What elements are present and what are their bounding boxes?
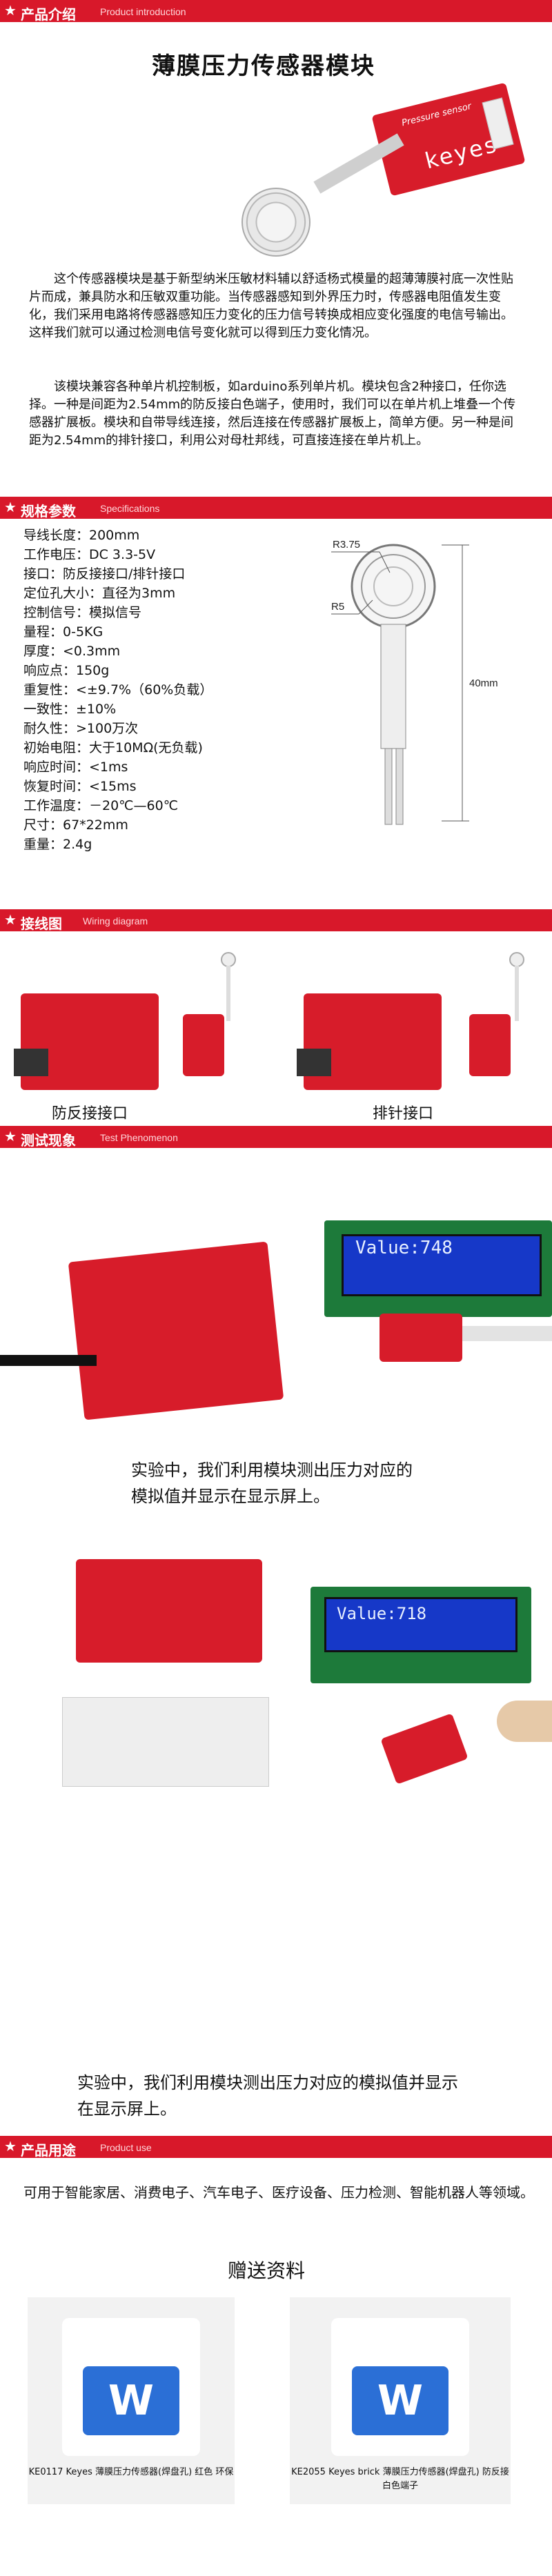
doc-letter: W: [83, 2366, 179, 2435]
lcd-value-1: Value:748: [355, 1238, 453, 1258]
doc-label-2: KE2055 Keyes brick 薄膜压力传感器(焊盘孔) 防反接白色端子: [291, 2467, 509, 2491]
section-header-specs: ★ 规格参数 Specifications: [0, 497, 552, 519]
dimension-drawing: R3.75 R5 40mm: [304, 531, 538, 849]
star-icon: ★: [4, 499, 17, 515]
dim-r1: R3.75: [333, 539, 360, 551]
doc-label-1: KE0117 Keyes 薄膜压力传感器(焊盘孔) 红色 环保: [28, 2467, 234, 2477]
dim-r2: R5: [331, 601, 344, 613]
section-header-test: ★ 测试现象 Test Phenomenon: [0, 1126, 552, 1149]
gift-title: 赠送资料: [228, 2259, 306, 2282]
section-title: 测试现象: [21, 1132, 76, 1149]
section-subtitle: Product use: [100, 2142, 152, 2153]
lcd-value-2: Value:718: [337, 1604, 427, 1623]
spec-item: 量程：0-5KG: [23, 624, 103, 640]
spec-item: 工作电压：DC 3.3-5V: [23, 547, 156, 562]
section-subtitle: Test Phenomenon: [100, 1132, 178, 1143]
section-subtitle: Specifications: [100, 503, 160, 514]
spec-item: 初始电阻：大于10MΩ(无负载): [23, 740, 203, 755]
intro-paragraph-2: 该模块兼容各种单片机控制板，如arduino系列单片机。模块包含2种接口，任你选…: [29, 379, 516, 448]
section-header-intro: ★ 产品介绍 Product introduction: [0, 0, 552, 23]
spec-item: 导线长度：200mm: [23, 528, 140, 543]
dimension-svg: R3.75 R5 40mm: [331, 539, 498, 825]
page-title: 薄膜压力传感器模块: [152, 52, 375, 80]
doc-card-2[interactable]: W KE2055 Keyes brick 薄膜压力传感器(焊盘孔) 防反接白色端…: [290, 2297, 511, 2504]
star-icon: ★: [4, 1128, 17, 1145]
specs-list: 导线长度：200mm 工作电压：DC 3.3-5V 接口：防反接接口/排针接口定位孔…: [0, 526, 290, 857]
spec-item: 重复性：<±9.7%（60%负载）: [23, 682, 213, 697]
wiring-label-left: 防反接接口: [52, 1105, 128, 1122]
board-logo: keyes: [422, 130, 501, 175]
test-photo-2: Value:718: [0, 1518, 552, 1794]
section-title: 接线图: [21, 915, 62, 932]
section-subtitle: Product introduction: [100, 6, 186, 17]
test-photo-1: Value:748: [0, 1148, 552, 1452]
doc-card-1[interactable]: W KE0117 Keyes 薄膜压力传感器(焊盘孔) 红色 环保: [28, 2297, 235, 2504]
doc-letter: W: [352, 2366, 448, 2435]
spec-item: 尺寸：67*22mm: [23, 818, 128, 833]
section-title: 规格参数: [21, 503, 76, 519]
wiring-diagram-right: [290, 945, 538, 1097]
use-text: 可用于智能家居、消费电子、汽车电子、医疗设备、压力检测、智能机器人等领域。: [23, 2184, 534, 2201]
section-header-wiring: ★ 接线图 Wiring diagram: [0, 909, 552, 932]
wiring-diagram-left: [14, 945, 262, 1097]
spec-item: 接口：防反接接口/排针接口: [23, 566, 186, 582]
star-icon: ★: [4, 911, 17, 928]
spec-item: 厚度：<0.3mm: [23, 644, 121, 659]
spec-item: 恢复时间：<15ms: [23, 779, 137, 794]
board-small-label: Pressure sensor: [400, 101, 473, 129]
section-subtitle: Wiring diagram: [83, 915, 148, 927]
test-caption-2: 实验中，我们利用模块测出压力对应的模拟值并显示在显示屏上。: [77, 2073, 458, 2119]
word-doc-icon: W: [331, 2318, 469, 2456]
spec-item: 响应时间：<1ms: [23, 760, 128, 775]
sensor-board-image: Pressure sensor keyes: [228, 82, 531, 264]
wiring-label-right: 排针接口: [373, 1105, 434, 1122]
spec-item: 重量：2.4g: [23, 837, 92, 852]
pressure-pad: [241, 188, 310, 257]
spec-item: 耐久性：>100万次: [23, 721, 139, 736]
star-icon: ★: [4, 2138, 17, 2154]
word-doc-icon: W: [62, 2318, 200, 2456]
spec-item: 响应点：150g: [23, 663, 110, 678]
section-title: 产品介绍: [21, 6, 76, 23]
intro-section: 薄膜压力传感器模块 Pressure sensor keyes: [0, 22, 552, 257]
intro-paragraph-1: 这个传感器模块是基于新型纳米压敏材料辅以舒适杨式模量的超薄薄膜衬底一次性贴片而成…: [29, 272, 513, 340]
spec-item: 定位孔大小：直径为3mm: [23, 586, 176, 601]
spec-item: 一致性：±10%: [23, 702, 117, 717]
section-title: 产品用途: [21, 2142, 76, 2159]
star-icon: ★: [4, 2, 17, 19]
dim-length: 40mm: [469, 677, 498, 689]
section-header-use: ★ 产品用途 Product use: [0, 2136, 552, 2159]
spec-item: 工作温度：－20℃—60℃: [23, 798, 179, 813]
test-caption-1: 实验中，我们利用模块测出压力对应的模拟值并显示在显示屏上。: [131, 1460, 413, 1506]
spec-item: 控制信号：模拟信号: [23, 605, 142, 620]
